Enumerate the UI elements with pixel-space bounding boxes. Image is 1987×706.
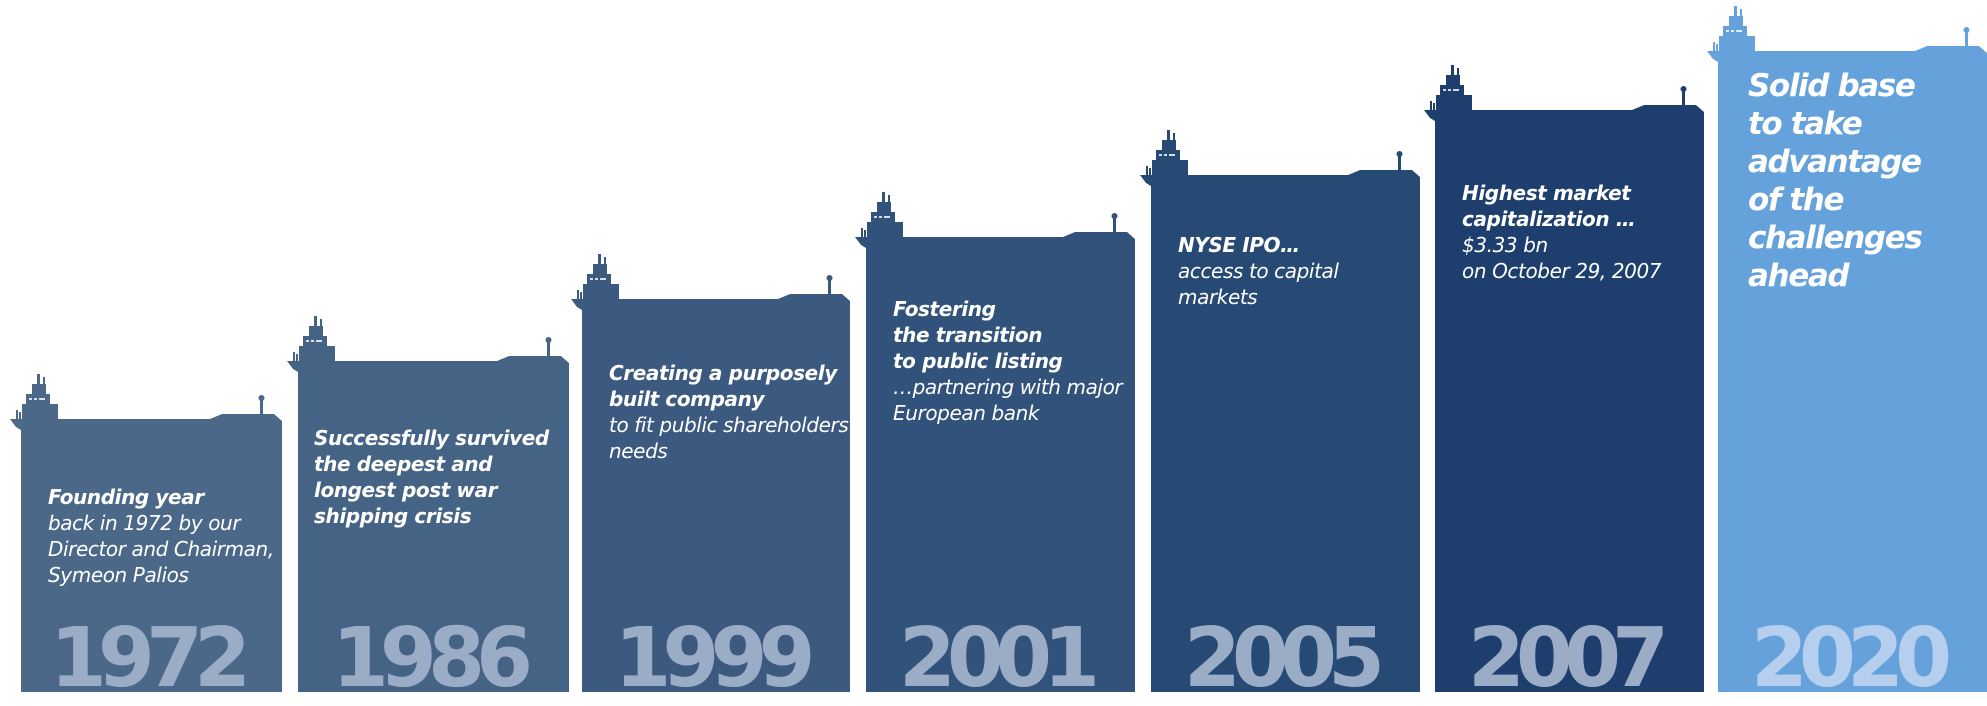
milestone-1972: Founding year back in 1972 by our Direct… — [10, 374, 282, 706]
milestone-year: 2007 — [1467, 611, 1669, 706]
milestone-body: to fit public shareholders needs — [609, 413, 849, 463]
milestone-body: back in 1972 by our Director and Chairma… — [48, 511, 274, 587]
milestone-title: NYSE IPO… — [1178, 233, 1300, 257]
milestone-1999: Creating a purposely built company to fi… — [571, 254, 850, 706]
milestone-description: Founding year back in 1972 by our Direct… — [48, 484, 274, 588]
milestone-1986: Successfully survived the deepest and lo… — [287, 316, 569, 706]
milestone-body: $3.33 bn on October 29, 2007 — [1462, 233, 1662, 283]
milestone-title: Creating a purposely built company — [609, 361, 837, 411]
milestone-title: Founding year — [48, 485, 204, 509]
milestone-year: 1972 — [49, 611, 251, 706]
milestone-description: Solid base to take advantage of the chal… — [1748, 67, 1923, 295]
ship-silhouette-icon — [1707, 6, 1987, 62]
milestone-block — [1151, 186, 1420, 692]
ship-silhouette-icon — [1424, 65, 1704, 121]
milestone-title: Solid base to take advantage of the chal… — [1748, 68, 1923, 294]
milestone-2005: NYSE IPO… access to capital markets 2005 — [1140, 130, 1420, 706]
milestone-block — [1718, 62, 1987, 692]
milestone-description: Creating a purposely built company to fi… — [609, 360, 849, 464]
milestone-description: Highest market capitalization … $3.33 bn… — [1462, 180, 1662, 284]
milestone-2007: Highest market capitalization … $3.33 bn… — [1424, 65, 1704, 706]
milestone-title: Fostering the transition to public listi… — [893, 297, 1063, 373]
milestone-2001: Fostering the transition to public listi… — [855, 192, 1135, 706]
milestone-block — [298, 372, 569, 692]
ship-silhouette-icon — [571, 254, 850, 310]
milestone-block — [866, 248, 1135, 692]
ship-silhouette-icon — [1140, 130, 1420, 186]
milestone-block — [582, 310, 850, 692]
milestone-title: Successfully survived the deepest and lo… — [314, 426, 549, 528]
ship-silhouette-icon — [287, 316, 569, 372]
milestone-year: 1999 — [614, 611, 815, 706]
milestone-body: access to capital markets — [1178, 259, 1339, 309]
milestone-2020: Solid base to take advantage of the chal… — [1707, 6, 1987, 706]
milestone-year: 1986 — [331, 611, 533, 706]
milestone-description: NYSE IPO… access to capital markets — [1178, 232, 1420, 310]
milestone-block — [1435, 121, 1704, 692]
milestone-body: …partnering with major European bank — [893, 375, 1123, 425]
milestone-description: Successfully survived the deepest and lo… — [314, 425, 549, 529]
milestone-year: 2005 — [1183, 611, 1385, 706]
ship-silhouette-icon — [10, 374, 282, 430]
milestone-title: Highest market capitalization … — [1462, 181, 1636, 231]
milestone-year: 2001 — [898, 611, 1100, 706]
ship-silhouette-icon — [855, 192, 1135, 248]
milestone-description: Fostering the transition to public listi… — [893, 296, 1123, 426]
milestone-year: 2020 — [1750, 611, 1952, 706]
milestone-block — [21, 430, 282, 692]
